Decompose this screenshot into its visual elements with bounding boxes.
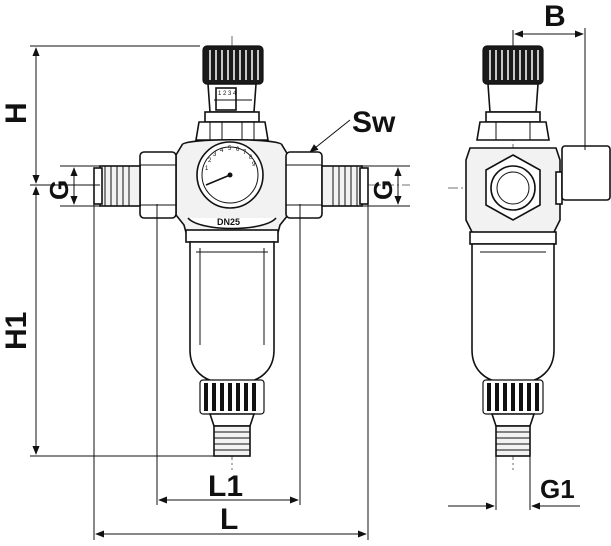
dim-label-H1: H1 bbox=[0, 312, 33, 350]
side-view: B G1 bbox=[448, 0, 611, 510]
front-view: 1 2 3 4 DN25 1 2 3 4 5 6 bbox=[0, 36, 410, 540]
extension-lines bbox=[30, 45, 410, 540]
dim-label-G-right: G bbox=[368, 180, 398, 200]
right-connection bbox=[285, 151, 369, 219]
svg-text:4: 4 bbox=[220, 148, 224, 154]
dim-label-G1: G1 bbox=[540, 474, 575, 504]
pressure-gauge: 1 2 3 4 5 6 7 8 9 bbox=[196, 141, 264, 209]
svg-text:1: 1 bbox=[205, 166, 209, 172]
left-connection bbox=[93, 151, 177, 219]
svg-text:5: 5 bbox=[228, 146, 232, 152]
side-knob bbox=[482, 45, 544, 85]
filter-bowl bbox=[189, 241, 275, 383]
dim-label-B: B bbox=[544, 0, 566, 33]
dim-label-L1: L1 bbox=[208, 470, 243, 503]
svg-text:8: 8 bbox=[249, 155, 253, 161]
svg-text:2: 2 bbox=[208, 158, 212, 164]
side-union-nut bbox=[485, 154, 541, 221]
svg-text:6: 6 bbox=[236, 147, 240, 153]
drain-ring bbox=[199, 379, 265, 415]
svg-text:9: 9 bbox=[252, 162, 256, 168]
dim-label-Sw: Sw bbox=[352, 106, 396, 139]
pressure-adjust-knob bbox=[202, 45, 264, 85]
dim-label-H: H bbox=[0, 102, 33, 124]
svg-text:3: 3 bbox=[213, 152, 217, 158]
dim-label-G-left: G bbox=[44, 180, 74, 200]
side-gauge bbox=[555, 145, 611, 205]
dim-label-L: L bbox=[220, 503, 238, 536]
svg-text:7: 7 bbox=[243, 150, 247, 156]
bonnet-scale: 1 2 3 4 bbox=[218, 91, 237, 97]
dn-marking: DN25 bbox=[217, 217, 240, 227]
bonnet: 1 2 3 4 bbox=[195, 83, 269, 141]
drain-nozzle bbox=[208, 413, 256, 457]
